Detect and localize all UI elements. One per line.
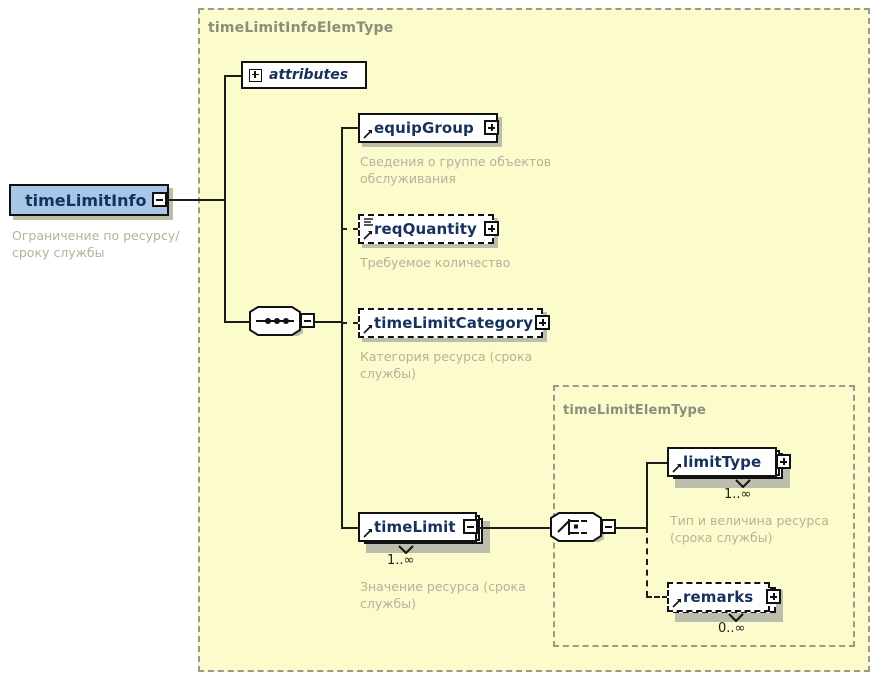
simple-type-icon [364, 218, 373, 226]
equipGroup-label: equipGroup [374, 119, 474, 137]
type-label-inner: timeLimitElemType [563, 403, 707, 418]
reqQuantity-documentation: Требуемое количество [360, 255, 511, 270]
timeLimit-repeat-chevron [398, 545, 414, 554]
connector-to-timeLimitCategory [341, 322, 359, 324]
connector-branch-children [341, 127, 343, 527]
connector-to-timeLimit [341, 527, 359, 529]
reference-arrow-icon [363, 325, 372, 334]
limitType-documentation: Тип и величина ресурса (срока службы) [670, 513, 829, 545]
choice-expander-minus[interactable] [601, 519, 616, 534]
timeLimit-label: timeLimit [374, 518, 456, 536]
limitType-expander-plus[interactable] [776, 454, 791, 469]
root-element-label: timeLimitInfo [25, 190, 147, 210]
root-documentation: Ограничение по ресурсу/ сроку службы [12, 228, 180, 260]
timeLimitCategory-expander-plus[interactable] [535, 315, 550, 330]
timeLimitCategory-documentation: Категория ресурса (срока службы) [360, 349, 533, 381]
reqQuantity-label: reqQuantity [374, 220, 477, 238]
connector-to-remarks [646, 596, 668, 598]
element-node-equipGroup[interactable]: equipGroup [358, 113, 498, 143]
root-expander-minus[interactable] [152, 192, 167, 207]
connector-to-limitType [646, 462, 668, 464]
element-node-limitType[interactable]: limitType [667, 447, 777, 477]
attributes-plus-icon[interactable] [249, 68, 262, 82]
connector-sequence-to-branch [314, 321, 342, 323]
remarks-repeat-chevron [728, 613, 744, 622]
reqQuantity-expander-plus[interactable] [484, 221, 499, 236]
connector-to-reqQuantity [341, 228, 359, 230]
attributes-label: attributes [269, 67, 349, 83]
timeLimit-expander-minus[interactable] [463, 519, 478, 534]
connector-to-equipGroup [341, 127, 359, 129]
limitType-repeat-chevron [735, 479, 751, 488]
limitType-cardinality: 1..∞ [724, 487, 752, 502]
connector-trunk-to-sequence [224, 321, 250, 323]
timeLimit-cardinality: 1..∞ [387, 553, 415, 568]
sequence-icon [249, 306, 303, 338]
connector-choice-to-branch [615, 527, 647, 529]
sequence-expander-minus[interactable] [300, 313, 315, 328]
root-element-timeLimitInfo[interactable]: timeLimitInfo [9, 184, 169, 216]
element-node-timeLimit[interactable]: timeLimit [358, 512, 477, 542]
equipGroup-expander-plus[interactable] [484, 120, 499, 135]
attributes-node[interactable]: attributes [241, 61, 367, 89]
reference-arrow-icon [363, 130, 372, 139]
connector-root-to-trunk [167, 199, 225, 201]
choice-compositor[interactable] [549, 512, 607, 544]
connector-timeLimit-to-choice [478, 527, 551, 529]
sequence-compositor[interactable] [248, 306, 306, 338]
element-node-reqQuantity[interactable]: reqQuantity [358, 214, 494, 244]
remarks-label: remarks [683, 588, 754, 606]
reference-arrow-icon [363, 231, 372, 240]
limitType-label: limitType [683, 453, 762, 471]
remarks-expander-plus[interactable] [766, 589, 781, 604]
connector-trunk-vertical [224, 75, 226, 322]
reference-arrow-icon [672, 464, 681, 473]
connector-choice-branch-up [646, 462, 648, 528]
reference-arrow-icon [363, 529, 372, 538]
connector-choice-branch-down [646, 527, 648, 597]
type-label-outer: timeLimitInfoElemType [208, 20, 394, 36]
remarks-cardinality: 0..∞ [718, 621, 746, 636]
timeLimitCategory-label: timeLimitCategory [374, 314, 534, 332]
element-node-timeLimitCategory[interactable]: timeLimitCategory [358, 308, 543, 338]
reference-arrow-icon [672, 599, 681, 608]
choice-icon [550, 512, 604, 544]
equipGroup-documentation: Сведения о группе объектов обслуживания [360, 154, 552, 186]
connector-trunk-to-attributes [224, 75, 242, 77]
timeLimit-documentation: Значение ресурса (срока службы) [360, 579, 526, 611]
element-node-remarks[interactable]: remarks [667, 582, 770, 612]
